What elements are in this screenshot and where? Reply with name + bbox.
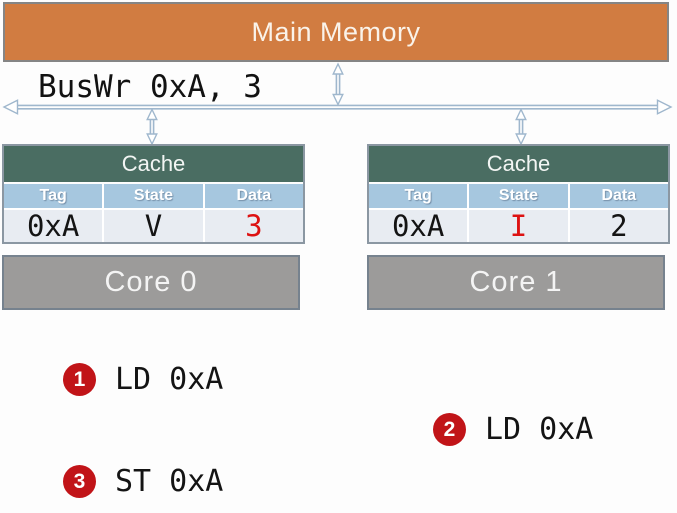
core0-label: Core 0: [104, 266, 198, 298]
data-value: 2: [569, 209, 668, 243]
step-3-badge: 3: [63, 465, 96, 498]
core0-box: Core 0: [2, 255, 300, 310]
core1-label: Core 1: [469, 266, 563, 298]
tag-header: Tag: [369, 184, 468, 208]
data-value: 3: [204, 209, 303, 243]
state-value: V: [104, 209, 203, 243]
tag-value: 0xA: [4, 209, 103, 243]
state-value: I: [469, 209, 568, 243]
memory-bus-connector: [332, 62, 344, 107]
operation-2: 2 LD 0xA: [433, 412, 593, 447]
operation-1-label: LD 0xA: [115, 362, 224, 397]
data-header: Data: [204, 184, 303, 208]
state-header: State: [469, 184, 568, 208]
tag-header: Tag: [4, 184, 103, 208]
cache-core1-header-row: Tag State Data: [369, 184, 668, 208]
bus-cache0-connector: [146, 107, 158, 146]
operation-3: 3 ST 0xA: [63, 464, 223, 499]
core1-box: Core 1: [367, 255, 665, 310]
tag-value: 0xA: [369, 209, 468, 243]
operation-3-label: ST 0xA: [115, 464, 224, 499]
cache-core1-title: Cache: [369, 146, 668, 184]
main-memory-label: Main Memory: [251, 16, 421, 47]
cache-core0-entry-row: 0xA V 3: [4, 208, 303, 243]
cache-core1-entry-row: 0xA I 2: [369, 208, 668, 243]
operation-1: 1 LD 0xA: [63, 362, 223, 397]
state-header: State: [104, 184, 203, 208]
bus-right-arrowhead: [656, 99, 673, 115]
cache-core0-header-row: Tag State Data: [4, 184, 303, 208]
cache-core1: Cache Tag State Data 0xA I 2: [367, 144, 670, 244]
bus-cache1-connector: [515, 107, 527, 146]
operation-2-label: LD 0xA: [485, 412, 594, 447]
main-memory-box: Main Memory: [3, 2, 669, 62]
step-1-badge: 1: [63, 363, 96, 396]
data-header: Data: [569, 184, 668, 208]
bus-left-arrowhead: [2, 99, 19, 115]
bus-transaction-label: BusWr 0xA, 3: [38, 69, 262, 105]
cache-core0: Cache Tag State Data 0xA V 3: [2, 144, 305, 244]
cache-core0-title: Cache: [4, 146, 303, 184]
step-2-badge: 2: [433, 413, 466, 446]
